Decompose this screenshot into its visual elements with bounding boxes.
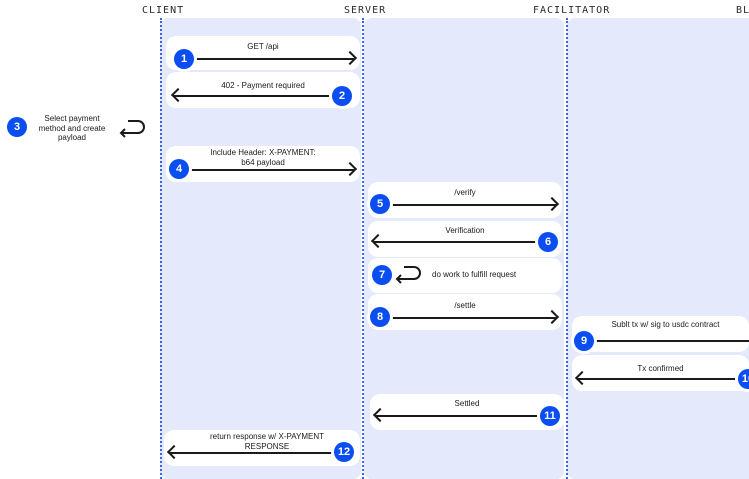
message-label: Include Header: X-PAYMENT: b64 payload — [210, 148, 316, 167]
message-label: do work to fulfill request — [432, 270, 517, 279]
actor-blockchain: BL — [736, 5, 749, 16]
message-return-response: return response w/ X-PAYMENT RESPONSE 12 — [164, 430, 360, 466]
message-label: Tx confirmed — [637, 364, 684, 373]
step-number-badge: 7 — [372, 265, 392, 285]
arrow-right-icon — [592, 340, 749, 342]
message-label: Settled — [454, 399, 480, 408]
message-include-header: Include Header: X-PAYMENT: b64 payload 4 — [166, 146, 360, 182]
message-settle: /settle 8 — [368, 294, 562, 330]
message-label: /verify — [454, 188, 476, 197]
message-label: Sublt tx w/ sig to usdc contract — [611, 320, 720, 329]
actor-client: CLIENT — [142, 5, 185, 16]
arrow-left-icon — [376, 415, 540, 417]
message-settled: Settled 11 — [370, 394, 564, 430]
message-label: /settle — [454, 301, 476, 310]
message-tx-confirmed: Tx confirmed 10 — [572, 355, 749, 391]
step-number-badge: 6 — [538, 232, 558, 252]
server-lifeline — [362, 18, 364, 479]
actor-facilitator: FACILITATOR — [533, 5, 611, 16]
message-label: GET /api — [247, 42, 279, 51]
message-do-work: 7 do work to fulfill request — [368, 258, 562, 293]
arrow-right-icon — [182, 169, 354, 171]
message-payment-required: 402 - Payment required 2 — [166, 72, 360, 108]
return-loop-arrow-icon — [395, 266, 421, 284]
step-number-badge: 10 — [738, 369, 749, 389]
step-number-badge: 4 — [169, 159, 189, 179]
message-label: Verification — [445, 226, 485, 235]
message-select-payment: 3 Select payment method and create paylo… — [0, 108, 158, 146]
client-lifeline — [160, 18, 162, 479]
facilitator-lifeline — [566, 18, 568, 479]
arrow-left-icon — [174, 95, 344, 97]
step-number-badge: 5 — [370, 194, 390, 214]
step-number-badge: 3 — [7, 117, 27, 137]
arrow-right-icon — [388, 317, 556, 319]
return-loop-arrow-icon — [119, 120, 145, 138]
message-get-api: GET /api 1 — [166, 36, 360, 70]
arrow-left-icon — [170, 452, 336, 454]
facilitator-lane — [567, 18, 749, 479]
message-label: return response w/ X-PAYMENT RESPONSE — [210, 432, 324, 451]
message-submit-tx: Sublt tx w/ sig to usdc contract 9 — [572, 316, 749, 352]
message-verification: Verification 6 — [368, 221, 562, 257]
message-label: 402 - Payment required — [221, 81, 305, 90]
step-number-badge: 1 — [174, 49, 194, 69]
arrow-left-icon — [374, 241, 540, 243]
arrow-right-icon — [182, 58, 354, 60]
actor-server: SERVER — [344, 5, 387, 16]
message-label: Select payment method and create payload — [38, 114, 106, 142]
message-verify: /verify 5 — [368, 182, 562, 218]
step-number-badge: 2 — [332, 86, 352, 106]
arrow-left-icon — [578, 378, 749, 380]
step-number-badge: 12 — [334, 442, 354, 462]
arrow-right-icon — [388, 204, 556, 206]
step-number-badge: 11 — [540, 406, 560, 426]
step-number-badge: 8 — [370, 307, 390, 327]
step-number-badge: 9 — [574, 331, 594, 351]
